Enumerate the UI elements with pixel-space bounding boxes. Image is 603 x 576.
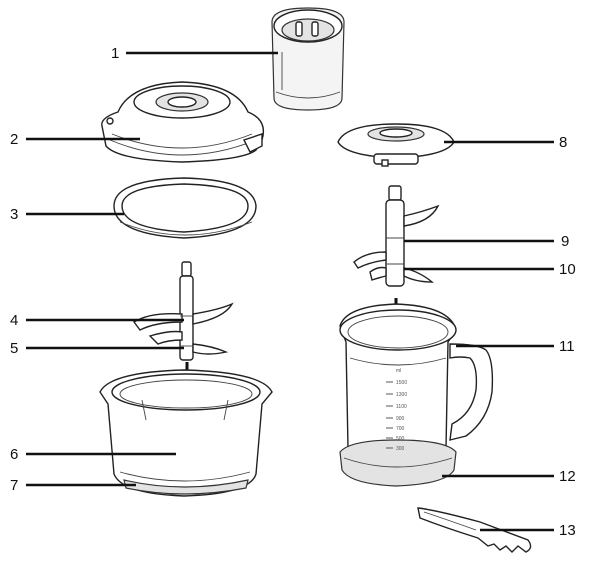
scale-mark-1500: 1500 xyxy=(396,380,407,386)
callout-4: 4 xyxy=(10,312,18,329)
scale-mark-1100: 1100 xyxy=(396,404,407,410)
callout-7: 7 xyxy=(10,477,18,494)
callout-13: 13 xyxy=(559,522,576,539)
jug-lid xyxy=(337,123,455,167)
callout-12: 12 xyxy=(559,468,576,485)
scale-mark-1300: 1300 xyxy=(396,392,407,398)
scale-mark-300: 300 xyxy=(396,446,405,452)
leader-lines xyxy=(26,51,554,532)
bowl-lid xyxy=(101,81,265,163)
callout-2: 2 xyxy=(10,131,18,148)
callout-9: 9 xyxy=(561,233,569,250)
callout-3: 3 xyxy=(10,206,18,223)
chopper-blade-assembly xyxy=(132,261,234,361)
callout-numbers: 1 2 3 4 5 6 7 8 9 10 11 12 13 xyxy=(10,45,576,539)
jug-scale: ml 1500 1300 1100 900 700 500 300 xyxy=(386,368,407,452)
motor-unit xyxy=(271,7,345,111)
measuring-jug: ml 1500 1300 1100 900 700 500 300 xyxy=(339,303,494,487)
scale-mark-700: 700 xyxy=(396,426,405,432)
scale-mark-500: 500 xyxy=(396,436,405,442)
lid-seal-ring xyxy=(113,177,257,239)
scale-mark-900: 900 xyxy=(396,416,405,422)
scale-unit: ml xyxy=(396,368,401,374)
callout-6: 6 xyxy=(10,446,18,463)
callout-11: 11 xyxy=(559,338,575,355)
callout-8: 8 xyxy=(559,134,567,151)
jug-blade-assembly xyxy=(353,185,440,287)
spatula xyxy=(417,507,532,553)
chopper-bowl xyxy=(99,369,273,497)
callout-10: 10 xyxy=(559,261,576,278)
callout-5: 5 xyxy=(10,340,18,357)
callout-1: 1 xyxy=(111,45,119,62)
